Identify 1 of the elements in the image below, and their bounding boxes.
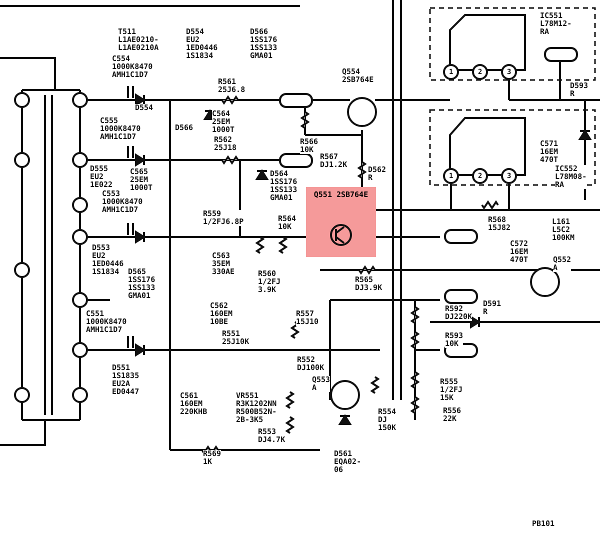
highlight-box (306, 187, 376, 257)
